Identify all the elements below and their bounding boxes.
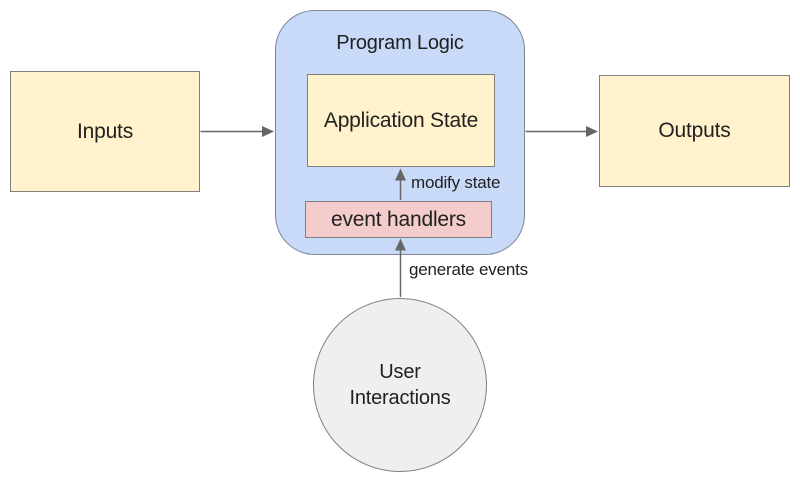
outputs-box: Outputs [599, 75, 790, 187]
user-interactions-circle: User Interactions [313, 298, 487, 472]
program-logic-to-outputs-arrow [525, 126, 598, 137]
inputs-box: Inputs [10, 71, 200, 192]
inputs-label: Inputs [76, 119, 133, 143]
modify-state-edge-label: modify state [411, 173, 501, 192]
application-state-label: Application State [323, 108, 479, 132]
event-handlers-box: event handlers [305, 201, 492, 238]
user-interactions-label: User Interactions [349, 361, 451, 409]
application-state-box: Application State [307, 74, 495, 167]
event-handlers-label: event handlers [331, 207, 466, 231]
outputs-label: Outputs [658, 119, 731, 143]
inputs-to-program-logic-arrow [200, 126, 274, 137]
generate-events-edge-label: generate events [409, 260, 528, 279]
program-logic-title: Program Logic [336, 32, 464, 54]
